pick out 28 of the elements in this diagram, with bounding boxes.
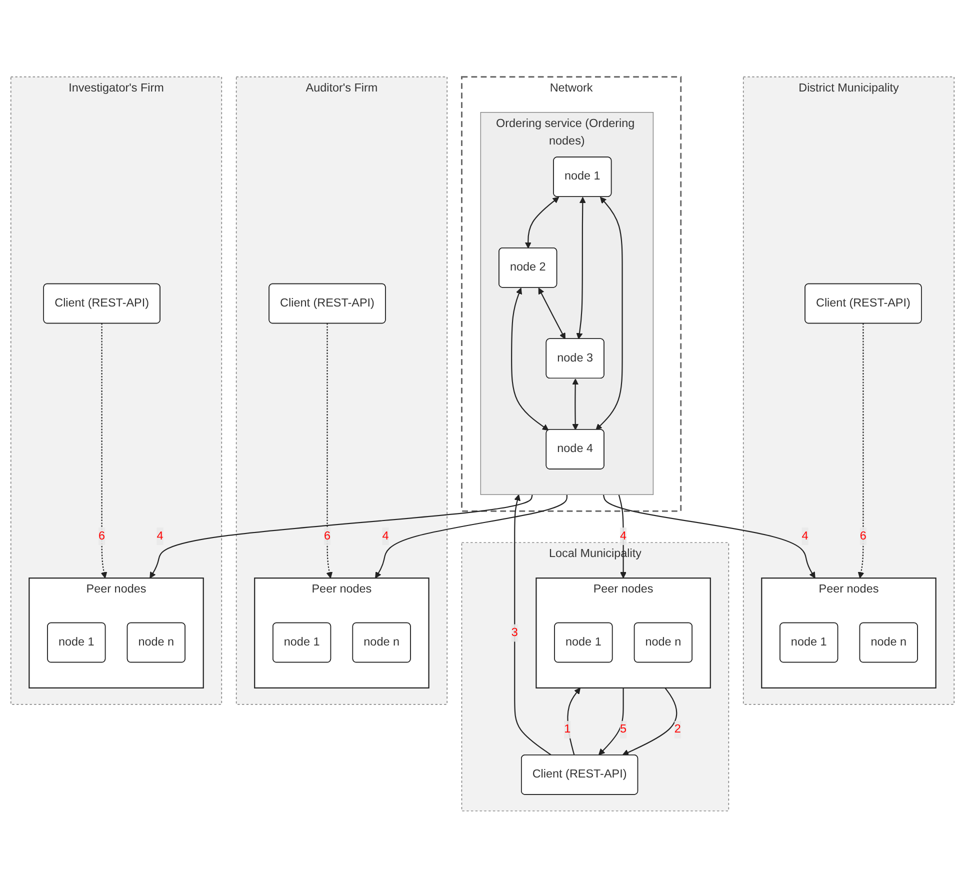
arrow <box>618 494 627 578</box>
edge-label: 4 <box>802 529 808 542</box>
edge-label: 1 <box>564 722 571 736</box>
edge-label: 6 <box>324 529 331 542</box>
arrow <box>598 688 624 755</box>
edge-label: 4 <box>382 529 389 542</box>
arrow <box>150 494 533 578</box>
edge-label: 2 <box>674 722 681 736</box>
edge-label: 3 <box>511 626 518 638</box>
arrow <box>511 287 549 430</box>
edge-label: 4 <box>620 529 627 542</box>
arrow <box>576 196 586 339</box>
arrow <box>572 378 579 430</box>
arrow <box>514 494 552 755</box>
edge-label: 5 <box>620 722 627 736</box>
edge-label: 6 <box>98 529 106 542</box>
arrow <box>100 322 108 578</box>
arrow <box>858 322 864 578</box>
arrow <box>326 322 333 578</box>
arrow <box>375 494 568 578</box>
arrow <box>622 687 678 756</box>
arrow <box>538 287 566 339</box>
arrow <box>524 196 560 248</box>
arrow <box>602 494 816 578</box>
edge-label: 6 <box>860 529 866 542</box>
arrow <box>596 196 623 430</box>
edge-label: 4 <box>156 529 164 542</box>
arrow <box>567 687 581 755</box>
